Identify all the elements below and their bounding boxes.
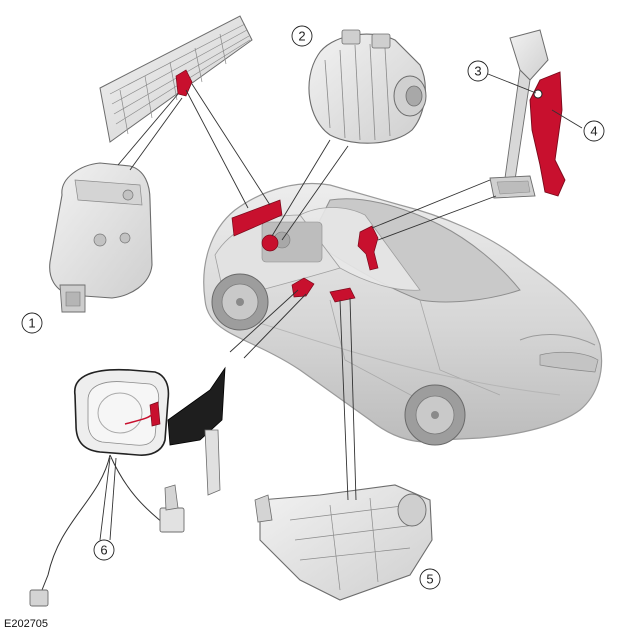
highlight-mirror-location bbox=[291, 277, 315, 298]
component-6-illustration bbox=[29, 366, 226, 607]
callout-2-label: 2 bbox=[298, 29, 305, 44]
callout-3: 3 bbox=[467, 60, 489, 82]
component-3-4-illustration bbox=[489, 29, 566, 199]
callout-6: 6 bbox=[93, 539, 115, 561]
leader-lines bbox=[99, 73, 583, 541]
car-highlight-markers bbox=[231, 199, 379, 303]
callout-1-label: 1 bbox=[28, 316, 35, 331]
component-2-illustration bbox=[308, 29, 427, 144]
highlight-tcm-location bbox=[231, 199, 283, 237]
callout-5-label: 5 bbox=[426, 572, 433, 587]
highlight-alternator-location bbox=[261, 234, 279, 252]
figure-code: E202705 bbox=[4, 618, 49, 630]
callout-2: 2 bbox=[291, 25, 313, 47]
highlight-junction-box-location bbox=[329, 287, 356, 303]
callout-4-label: 4 bbox=[590, 124, 597, 139]
callout-4: 4 bbox=[583, 120, 605, 142]
callout-3-label: 3 bbox=[474, 64, 481, 79]
highlight-pedal-location bbox=[357, 225, 379, 271]
callout-6-label: 6 bbox=[100, 543, 107, 558]
car-body-illustration bbox=[203, 182, 603, 446]
component-1-illustration bbox=[49, 15, 253, 313]
component-5-illustration bbox=[254, 484, 433, 601]
callout-1: 1 bbox=[21, 312, 43, 334]
callout-5: 5 bbox=[419, 568, 441, 590]
